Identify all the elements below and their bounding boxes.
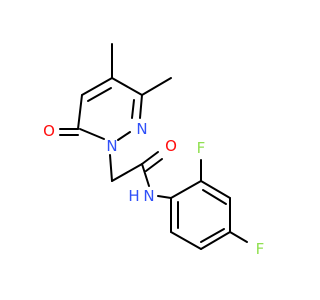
difluorophenyl-ring xyxy=(170,159,248,250)
bond-co-nh xyxy=(141,163,150,187)
bond-c5-c4-double-inner xyxy=(87,87,112,102)
bond-n1-ch2 xyxy=(109,154,113,182)
bond-ar3-ar3-inner xyxy=(202,189,227,205)
bond-ar4-ar5-inner xyxy=(200,228,225,243)
bond-c3-methyl xyxy=(141,77,172,96)
bond-c3-n2-double-inner xyxy=(131,99,135,119)
bond-c4-c3 xyxy=(111,77,143,96)
bond-co-o-double-b xyxy=(145,158,163,172)
bond-ar4-ar5 xyxy=(200,231,231,250)
atom-label-amide-hydrogen: H xyxy=(128,187,139,205)
atom-label-ring-oxygen: O xyxy=(43,122,55,140)
bond-ar1-ar2 xyxy=(170,180,202,199)
bond-nh-aryl xyxy=(157,195,172,199)
atom-label-n2: N xyxy=(136,120,147,138)
molecule-canvas: O N N O N H F F xyxy=(43,43,265,258)
atom-label-n1: N xyxy=(106,137,117,155)
methyl-groups xyxy=(111,43,172,96)
atom-labels: O N N O N H F F xyxy=(43,120,264,258)
atom-label-para-fluorine: F xyxy=(256,240,265,258)
bond-ch2-co xyxy=(111,163,143,182)
bond-ar5-ar6 xyxy=(170,231,202,250)
structure-drawing: O N N O N H F F xyxy=(43,43,264,258)
bond-ar2-ar3 xyxy=(200,180,231,199)
bond-c3-n2-double-outer xyxy=(139,94,143,119)
bond-c6-c5 xyxy=(77,94,83,130)
bond-co-o-double-a xyxy=(141,151,159,165)
atom-label-amide-nitrogen: N xyxy=(143,187,154,205)
pyridazinone-ring xyxy=(59,77,143,141)
bond-n2-n1 xyxy=(117,131,131,141)
bond-ar4-f xyxy=(229,231,248,243)
bond-n1-c6 xyxy=(79,128,105,140)
acetamide-linker xyxy=(109,151,172,199)
atom-label-ortho-fluorine: F xyxy=(197,139,206,157)
bond-c5-c4-double-outer xyxy=(81,77,113,96)
atom-label-amide-oxygen: O xyxy=(165,137,177,155)
